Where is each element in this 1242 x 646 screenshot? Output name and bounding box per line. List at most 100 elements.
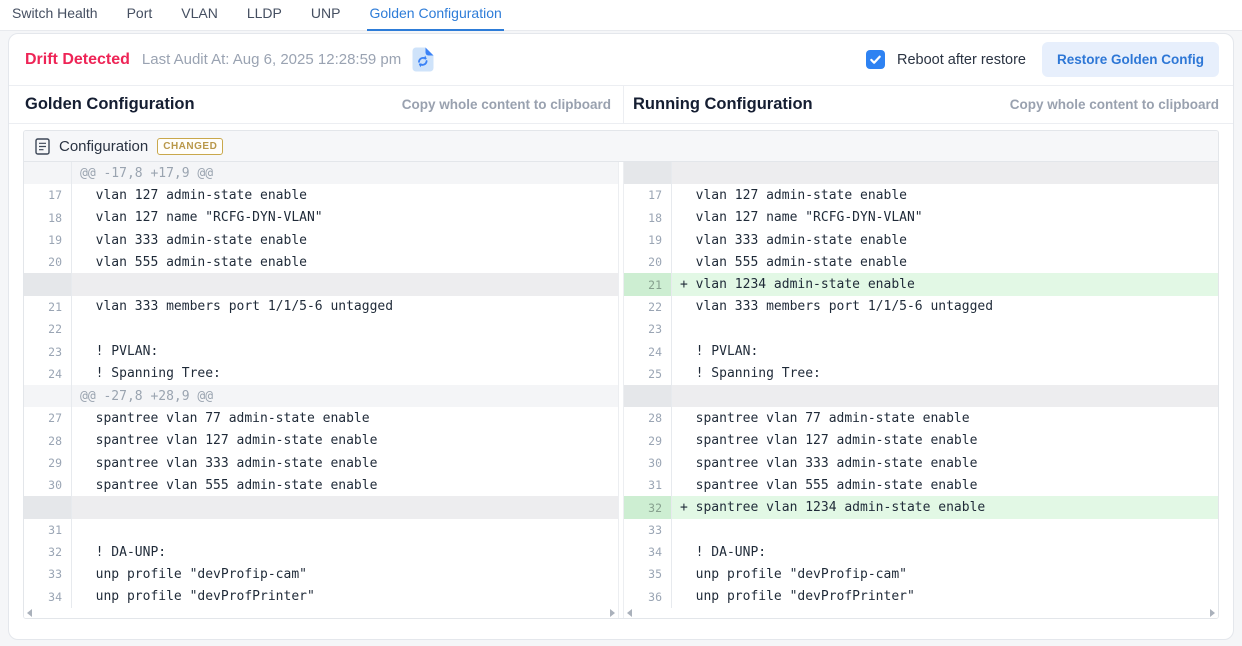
diff-row: 28 spantree vlan 77 admin-state enable [624,407,1218,430]
diff-row: 19 vlan 333 admin-state enable [624,228,1218,252]
diff-row: 30 spantree vlan 555 admin-state enable [24,474,618,497]
tab-golden-configuration[interactable]: Golden Configuration [367,0,504,31]
line-number: 34 [24,585,72,608]
diff-row: 31 spantree vlan 555 admin-state enable [624,474,1218,497]
tab-vlan[interactable]: VLAN [181,5,218,21]
code-line: ! DA-UNP: [680,544,767,560]
golden-configuration-title: Golden Configuration [25,95,195,113]
diff-row: 17 vlan 127 admin-state enable [24,184,618,207]
tab-unp[interactable]: UNP [310,5,341,21]
code-line: vlan 555 admin-state enable [80,254,307,270]
code-line: spantree vlan 127 admin-state enable [680,433,978,449]
diff-row: 36 unp profile "devProfPrinter" [624,585,1218,608]
diff-row: 22 [24,318,618,341]
tab-switch-health[interactable]: Switch Health [12,5,98,21]
golden-diff-pane: @@ -17,8 +17,9 @@17 vlan 127 admin-state… [24,162,619,618]
code-line: spantree vlan 127 admin-state enable [80,433,378,449]
code-line [72,519,618,541]
copy-running-content-link[interactable]: Copy whole content to clipboard [1009,97,1219,112]
code-line: ! DA-UNP: [80,544,167,560]
golden-column-header: Golden Configuration Copy whole content … [9,86,623,123]
code-line: vlan 127 admin-state enable [680,187,907,203]
line-number: 18 [24,206,72,229]
code-line: vlan 127 name "RCFG-DYN-VLAN" [80,210,323,226]
line-number: 34 [624,541,672,564]
diff-row: 25 ! Spanning Tree: [624,362,1218,385]
drift-status: Drift Detected [25,50,130,68]
diff-row: 34 unp profile "devProfPrinter" [24,585,618,608]
code-line [72,318,618,340]
scroll-left-icon[interactable] [627,608,632,617]
drift-header-row: Drift Detected Last Audit At: Aug 6, 202… [9,34,1233,86]
line-number: 28 [624,407,672,430]
diff-row: 20 vlan 555 admin-state enable [24,251,618,274]
code-line: spantree vlan 555 admin-state enable [80,477,378,493]
scroll-right-icon[interactable] [1210,608,1215,617]
code-line: ! PVLAN: [80,344,159,360]
configuration-diff-viewer: Configuration CHANGED @@ -17,8 +17,9 @@1… [23,130,1219,619]
hunk-header: @@ -27,8 +28,9 @@ [72,384,618,408]
diff-row: 17 vlan 127 admin-state enable [624,184,1218,207]
line-number: 23 [624,318,672,341]
line-number: 19 [24,228,72,252]
diff-row: 30 spantree vlan 333 admin-state enable [624,451,1218,475]
code-line [72,496,618,519]
restore-golden-config-button[interactable]: Restore Golden Config [1041,42,1219,77]
restore-controls: Reboot after restore Restore Golden Conf… [866,42,1219,77]
line-number [24,162,72,185]
diff-row-added: 32+ spantree vlan 1234 admin-state enabl… [624,496,1218,519]
line-number: 31 [24,518,72,542]
line-number: 36 [624,585,672,608]
line-number: 23 [24,340,72,363]
line-number: 33 [624,518,672,542]
line-number [24,384,72,408]
reboot-after-restore-checkbox[interactable] [866,50,886,69]
code-line [672,162,1218,185]
hunk-header: @@ -17,8 +17,9 @@ [72,162,618,185]
diff-row: 35 unp profile "devProfip-cam" [624,563,1218,586]
code-line [672,519,1218,541]
code-line: vlan 127 admin-state enable [80,187,307,203]
audit-sync-icon[interactable] [411,47,435,73]
copy-golden-content-link[interactable]: Copy whole content to clipboard [401,97,611,112]
diff-placeholder-row [624,162,1218,185]
tab-port[interactable]: Port [126,5,153,21]
scroll-left-icon[interactable] [27,608,32,617]
reboot-after-restore-label: Reboot after restore [897,51,1026,68]
line-number: 33 [24,563,72,586]
line-number: 22 [624,295,672,319]
diff-row: 24 ! PVLAN: [624,340,1218,363]
diff-row: 18 vlan 127 name "RCFG-DYN-VLAN" [624,206,1218,229]
code-line: spantree vlan 77 admin-state enable [80,410,370,426]
code-line: ! Spanning Tree: [680,366,821,382]
line-number: 17 [24,184,72,207]
code-line: spantree vlan 555 admin-state enable [680,477,978,493]
golden-configuration-panel: Drift Detected Last Audit At: Aug 6, 202… [8,33,1234,640]
code-line: vlan 333 members port 1/1/5-6 untagged [80,299,394,315]
line-number [24,273,72,296]
line-number: 20 [24,251,72,274]
code-line: spantree vlan 333 admin-state enable [80,455,378,471]
code-line: vlan 555 admin-state enable [680,254,907,270]
diff-row: 18 vlan 127 name "RCFG-DYN-VLAN" [24,206,618,229]
code-line: + vlan 1234 admin-state enable [672,273,1218,296]
line-number: 19 [624,228,672,252]
running-horizontal-scrollbar[interactable] [624,607,1218,618]
line-number: 27 [24,407,72,430]
tab-bar: Switch Health Port VLAN LLDP UNP Golden Confi… [0,0,1242,31]
line-number: 30 [624,451,672,475]
diff-placeholder-row [624,384,1218,408]
diff-row: 31 [24,518,618,542]
tab-lldp[interactable]: LLDP [246,5,282,21]
line-number [624,162,672,185]
golden-horizontal-scrollbar[interactable] [24,607,618,618]
code-line: vlan 333 members port 1/1/5-6 untagged [680,299,994,315]
diff-body: @@ -17,8 +17,9 @@17 vlan 127 admin-state… [24,162,1218,618]
scroll-right-icon[interactable] [610,608,615,617]
code-line: vlan 333 admin-state enable [680,232,907,248]
line-number: 20 [624,251,672,274]
diff-placeholder-row [24,496,618,519]
code-line: ! PVLAN: [680,344,759,360]
diff-hunk-row: @@ -27,8 +28,9 @@ [24,384,618,408]
